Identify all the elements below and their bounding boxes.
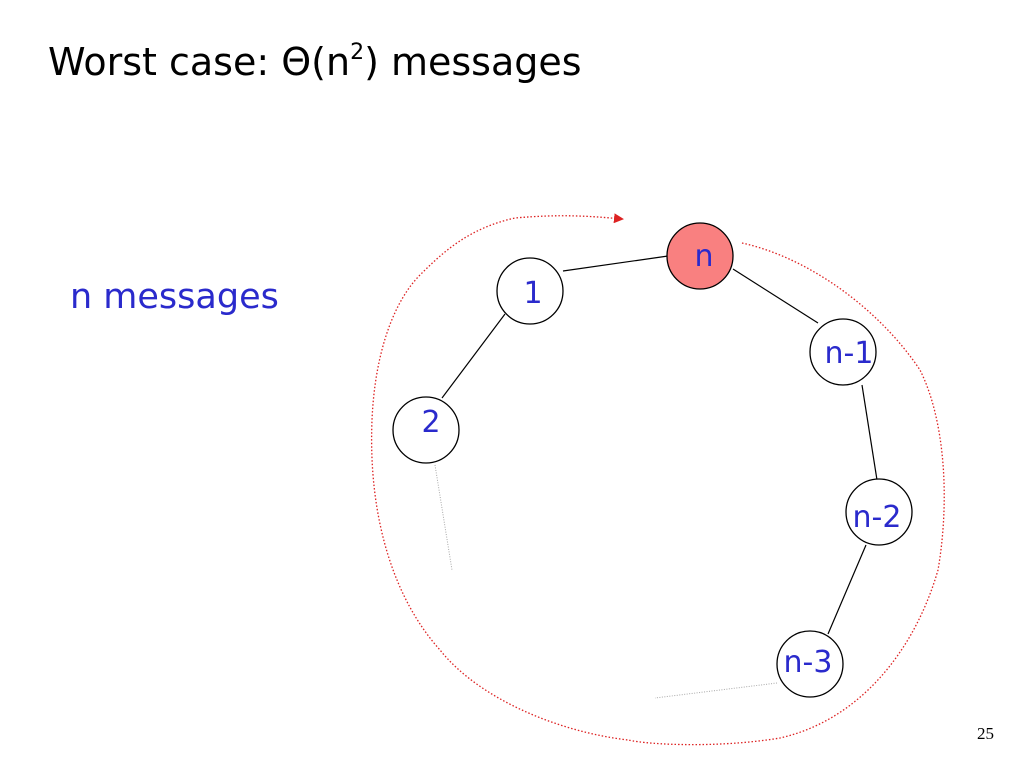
- node-n-1-label: n-1: [825, 336, 874, 371]
- page-number: 25: [977, 724, 994, 743]
- message-path: [370, 213, 945, 746]
- node-n-2-label: n-2: [853, 500, 902, 535]
- node-2: 2: [392, 396, 460, 464]
- node-n-label: n: [694, 239, 713, 274]
- edge-n-1-n-2: [861, 384, 878, 481]
- title-prefix: Worst case: Θ(n: [48, 40, 351, 84]
- edge-2-continuation: [434, 464, 453, 571]
- edge-1-2: [441, 313, 506, 399]
- edge-n-n-1: [732, 268, 819, 324]
- message-count-note: n messages: [70, 277, 279, 317]
- title-exponent: 2: [350, 40, 365, 65]
- node-1-label: 1: [523, 276, 542, 311]
- slide-title: Worst case: Θ(n2) messages: [48, 40, 582, 84]
- node-n-3-label: n-3: [784, 645, 833, 680]
- edge-n-2-n-3: [827, 544, 867, 635]
- edge-n-3-continuation: [654, 682, 778, 699]
- node-n-1: n-1: [809, 318, 877, 386]
- node-n: n: [666, 222, 734, 290]
- edge-layer: [434, 255, 878, 699]
- title-suffix: ) messages: [364, 40, 582, 84]
- node-n-2: n-2: [845, 478, 913, 546]
- node-n-3: n-3: [776, 630, 844, 698]
- node-2-label: 2: [421, 405, 440, 440]
- node-1: 1: [496, 257, 564, 325]
- edge-1-n: [562, 255, 669, 272]
